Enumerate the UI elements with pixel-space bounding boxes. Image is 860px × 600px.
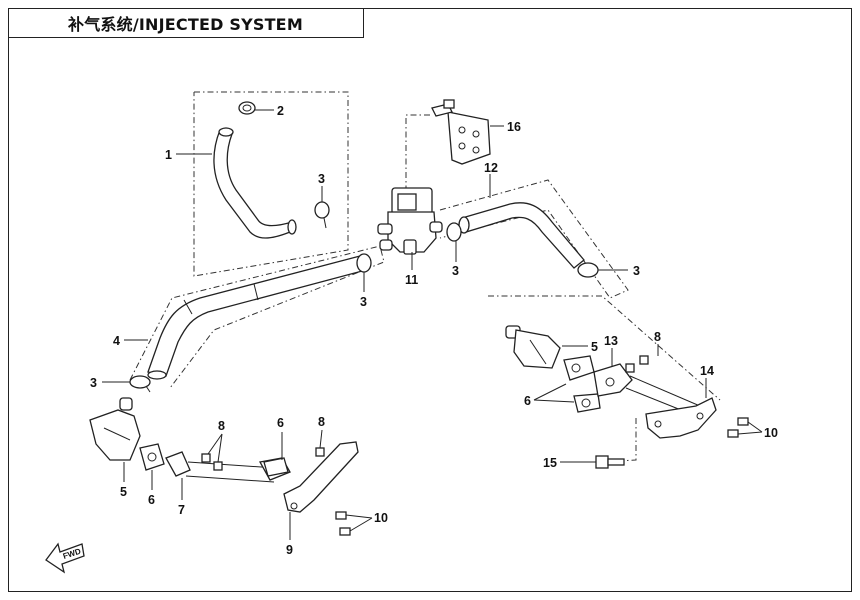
callout-3-top: 3 [318,172,325,186]
page-title: 补气系统/INJECTED SYSTEM [68,14,303,34]
callout-10-left: 10 [374,511,388,525]
group-outline-hose-12 [439,179,629,299]
hose-clamp-2 [238,101,256,115]
callout-15: 15 [543,456,557,470]
callout-12: 12 [484,161,498,175]
callout-3-left: 3 [90,376,97,390]
group-outline-right-assembly [488,295,721,401]
callout-5-left: 5 [120,485,127,499]
gasket-6-right [563,355,601,413]
bracket-9 [283,441,359,513]
callout-labels: 1 2 3 3 3 3 3 4 5 5 6 6 6 7 8 8 8 9 10 1… [90,104,778,557]
gasket-6-left [139,443,165,471]
callout-3-valve: 3 [452,264,459,278]
callout-13: 13 [604,334,618,348]
forward-direction-icon: FWD [45,542,85,574]
bolts-10-right [727,417,749,438]
bolt-15 [595,455,625,469]
bolts-8-right [625,355,649,373]
callout-6-right: 6 [524,394,531,408]
callout-6-left-upper: 6 [277,416,284,430]
drawing-frame [8,8,852,592]
group-outline-valve-bracket [405,114,432,205]
hose-clamp-3-left [129,375,151,393]
callout-5-right: 5 [591,340,598,354]
callout-2: 2 [277,104,284,118]
hose-clamp-3-right-lower [577,262,599,278]
hose-clamp-3-right-upper [446,222,462,242]
hose-1 [213,127,297,239]
hose-4 [147,255,367,380]
callout-14: 14 [700,364,714,378]
group-outline-hose-4 [129,245,385,389]
valve-bracket-16 [431,99,491,165]
hose-clamp-3-top [314,201,330,229]
reed-valve-5-left [89,397,141,461]
callout-7: 7 [178,503,185,517]
callout-8-center: 8 [318,415,325,429]
callout-6-left: 6 [148,493,155,507]
title-box: 补气系统/INJECTED SYSTEM [8,8,364,38]
group-outline-hose-1 [193,91,349,277]
gasket-6-left-upper [263,457,289,477]
reed-valve-5-right [505,325,561,369]
hose-12 [458,202,585,269]
bracket-14 [645,397,717,439]
callout-10-right: 10 [764,426,778,440]
hose-clamp-3-mid [356,253,372,273]
callout-8-left: 8 [218,419,225,433]
callout-3-right: 3 [633,264,640,278]
bolts-8-left [201,447,325,471]
callout-9: 9 [286,543,293,557]
callout-16: 16 [507,120,521,134]
callout-4: 4 [113,334,120,348]
callout-1: 1 [165,148,172,162]
callout-11: 11 [405,273,418,287]
callout-8-right: 8 [654,330,661,344]
callout-3-mid: 3 [360,295,367,309]
air-injection-valve-11 [377,187,443,255]
leader-lines [102,109,763,540]
